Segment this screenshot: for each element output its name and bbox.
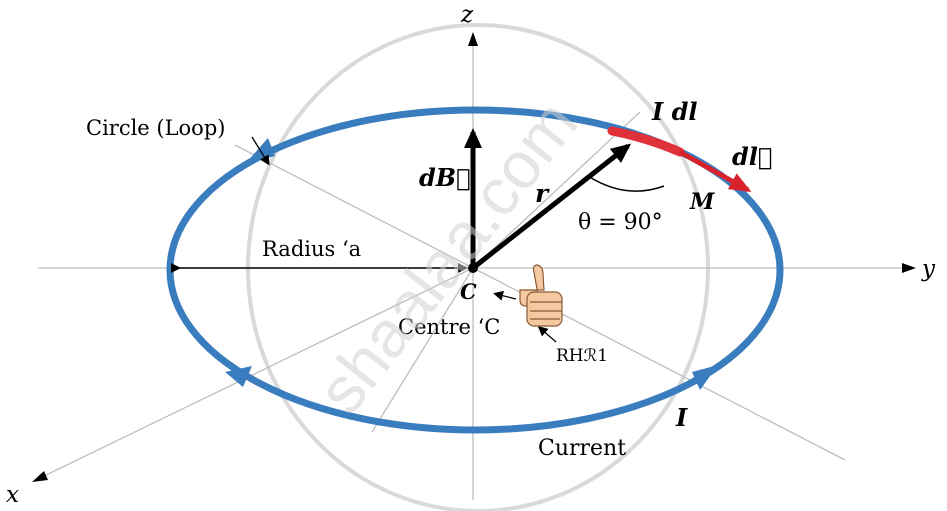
dl-vector-label: dl⃗ [732, 142, 772, 171]
radius-label: Radius ‘a [262, 237, 361, 261]
circle-loop-label: Circle (Loop) [86, 116, 225, 140]
diagonal-line-upper-left [234, 144, 474, 269]
current-element-segment [607, 126, 685, 157]
centre-c-label: C [460, 279, 477, 304]
theta-label: θ = 90° [578, 210, 663, 235]
diagonal-line-lower [371, 267, 474, 433]
x-axis-line [39, 267, 474, 479]
rhr-label: RHℛ1 [556, 346, 608, 366]
z-axis-arrowhead [468, 32, 478, 46]
loop-arrow-lower-left [225, 366, 252, 387]
z-axis-label: z [460, 2, 474, 28]
loop-pointer-arrow [251, 136, 270, 166]
y-axis-label: y [921, 256, 936, 282]
current-i-label: I [675, 403, 688, 432]
theta-arc [587, 175, 665, 192]
current-loop [166, 106, 784, 434]
loop-arrow-lower-right [692, 365, 718, 390]
r-vector-arrow [471, 143, 632, 270]
diagonal-line-upper-right [472, 111, 641, 269]
centre-pointer-arrow [493, 290, 517, 301]
centre-point [468, 263, 478, 273]
x-axis-label: x [6, 482, 19, 508]
dl-vector-arrow [678, 149, 752, 193]
x-axis-arrowhead [32, 471, 48, 482]
rhr-pointer-arrow [537, 326, 557, 343]
point-m-label: M [689, 189, 715, 215]
current-element-label: I dl [651, 97, 697, 126]
r-vector-label: r [535, 179, 550, 208]
db-vector-label: dB⃗ [419, 163, 470, 192]
current-label: Current [538, 436, 626, 461]
y-axis-arrowhead [902, 263, 916, 273]
thumbs-up-icon [519, 264, 563, 327]
centre-label: Centre ‘C [398, 315, 500, 339]
